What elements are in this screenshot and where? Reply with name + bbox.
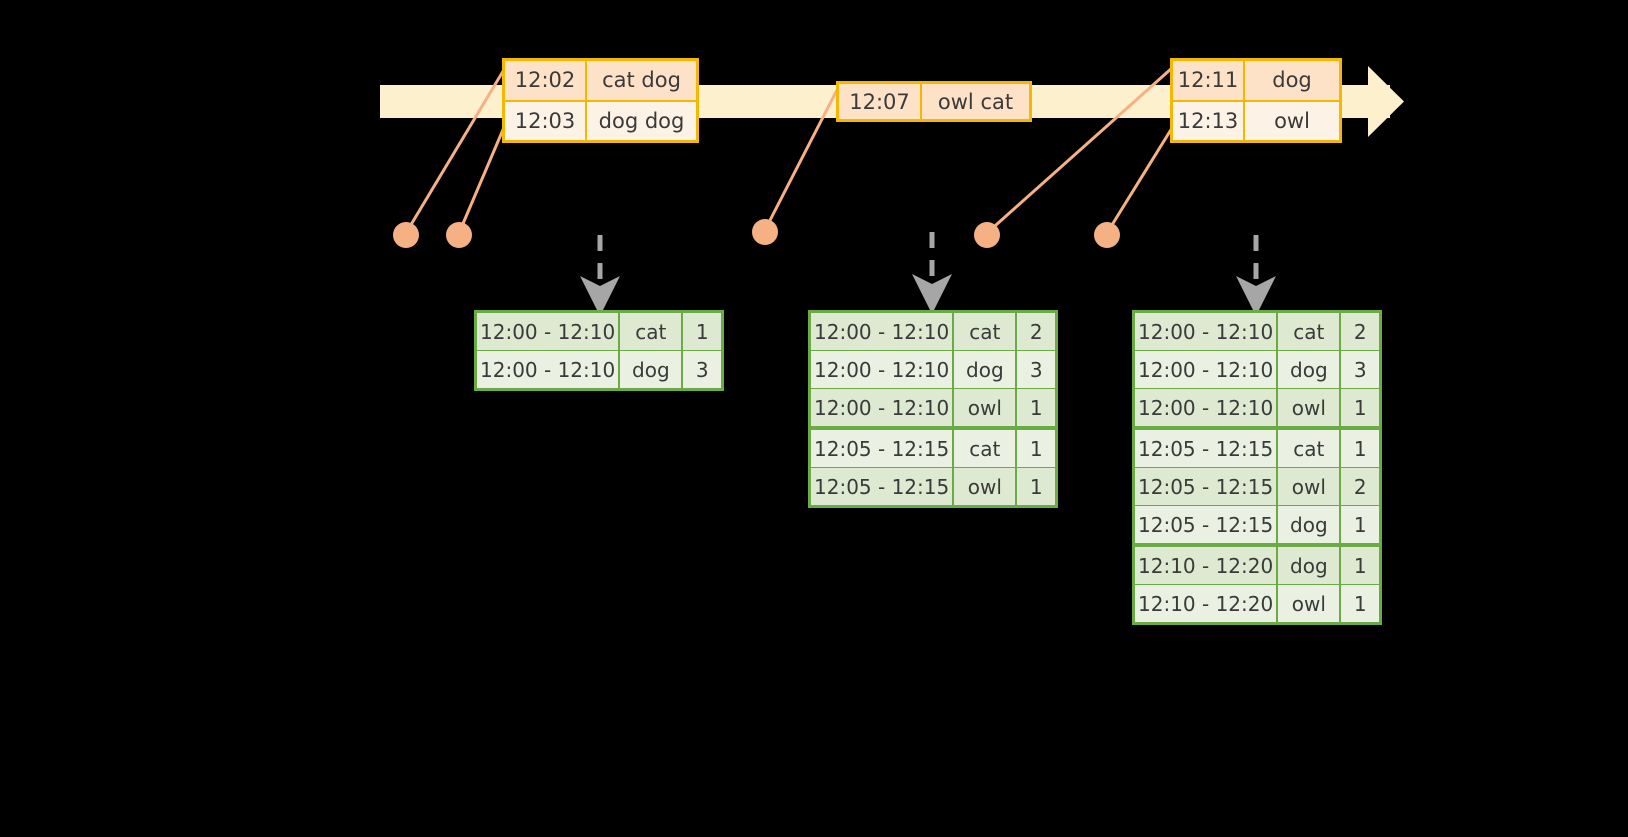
event-time: 12:13	[1173, 101, 1245, 140]
event-group-1[interactable]: 12:02 cat dog 12:03 dog dog	[502, 58, 699, 143]
cell-count: 1	[1341, 506, 1379, 543]
table-row: 12:00 - 12:10 cat 1	[477, 313, 721, 350]
cell-window: 12:05 - 12:15	[1135, 468, 1277, 505]
cell-count: 1	[1017, 468, 1055, 505]
event-row: 12:02 cat dog	[505, 61, 696, 100]
result-table-3[interactable]: 12:00 - 12:10 cat 2 12:00 - 12:10 dog 3 …	[1132, 310, 1382, 625]
table-row: 12:05 - 12:15 cat 1	[811, 430, 1055, 467]
cell-key: owl	[954, 389, 1016, 426]
cell-count: 1	[1341, 389, 1379, 426]
cell-window: 12:05 - 12:15	[1135, 430, 1277, 467]
cell-key: cat	[620, 313, 682, 350]
cell-count: 1	[1341, 585, 1379, 622]
marker-dot-5	[1094, 222, 1120, 248]
cell-window: 12:00 - 12:10	[477, 351, 619, 388]
table-row: 12:05 - 12:15 owl 1	[811, 468, 1055, 505]
marker-dot-3	[752, 219, 778, 245]
cell-key: dog	[620, 351, 682, 388]
cell-count: 1	[683, 313, 721, 350]
result-table-2[interactable]: 12:00 - 12:10 cat 2 12:00 - 12:10 dog 3 …	[808, 310, 1058, 508]
cell-count: 2	[1341, 313, 1379, 350]
connector-line-5	[1105, 126, 1174, 235]
event-words: owl cat	[937, 89, 1014, 114]
result-table-1[interactable]: 12:00 - 12:10 cat 1 12:00 - 12:10 dog 3	[474, 310, 724, 391]
cell-key: dog	[954, 351, 1016, 388]
table-row: 12:05 - 12:15 dog 1	[1135, 506, 1379, 543]
cell-window: 12:05 - 12:15	[1135, 506, 1277, 543]
cell-window: 12:00 - 12:10	[811, 351, 953, 388]
cell-window: 12:05 - 12:15	[811, 468, 953, 505]
event-words: cat dog	[602, 68, 681, 93]
cell-count: 1	[1341, 547, 1379, 584]
event-time: 12:11	[1173, 61, 1245, 100]
cell-window: 12:10 - 12:20	[1135, 547, 1277, 584]
cell-count: 3	[1341, 351, 1379, 388]
cell-key: cat	[1278, 430, 1340, 467]
cell-key: cat	[954, 430, 1016, 467]
connector-line-3	[763, 86, 840, 232]
cell-key: cat	[1278, 313, 1340, 350]
event-words: dog	[1272, 68, 1312, 93]
table-row: 12:00 - 12:10 dog 3	[1135, 351, 1379, 388]
connector-line-2	[457, 123, 507, 235]
dashed-arrows	[580, 232, 1276, 316]
table-row: 12:00 - 12:10 owl 1	[811, 389, 1055, 426]
cell-key: owl	[1278, 389, 1340, 426]
event-time: 12:03	[505, 101, 587, 140]
table-row: 12:10 - 12:20 owl 1	[1135, 585, 1379, 622]
event-row: 12:13 owl	[1173, 99, 1339, 140]
cell-window: 12:00 - 12:10	[811, 313, 953, 350]
cell-count: 3	[683, 351, 721, 388]
cell-key: cat	[954, 313, 1016, 350]
cell-window: 12:00 - 12:10	[811, 389, 953, 426]
cell-window: 12:00 - 12:10	[1135, 389, 1277, 426]
event-group-3[interactable]: 12:11 dog 12:13 owl	[1170, 58, 1342, 143]
cell-key: owl	[1278, 468, 1340, 505]
cell-count: 3	[1017, 351, 1055, 388]
marker-dots	[393, 219, 1120, 248]
event-row: 12:11 dog	[1173, 61, 1339, 100]
table-row: 12:10 - 12:20 dog 1	[1135, 547, 1379, 584]
cell-window: 12:10 - 12:20	[1135, 585, 1277, 622]
marker-dot-2	[446, 222, 472, 248]
table-row: 12:00 - 12:10 owl 1	[1135, 389, 1379, 426]
event-words: owl	[1274, 108, 1310, 133]
marker-dot-4	[974, 222, 1000, 248]
table-row: 12:05 - 12:15 cat 1	[1135, 430, 1379, 467]
event-words: dog dog	[598, 108, 685, 133]
cell-count: 1	[1341, 430, 1379, 467]
cell-key: owl	[954, 468, 1016, 505]
table-row: 12:00 - 12:10 cat 2	[811, 313, 1055, 350]
cell-count: 2	[1341, 468, 1379, 505]
marker-dot-1	[393, 222, 419, 248]
connector-line-1	[404, 66, 507, 235]
cell-window: 12:05 - 12:15	[811, 430, 953, 467]
event-time: 12:02	[505, 61, 587, 100]
event-row: 12:03 dog dog	[505, 99, 696, 140]
table-row: 12:05 - 12:15 owl 2	[1135, 468, 1379, 505]
event-row: 12:07 owl cat	[839, 84, 1029, 119]
cell-window: 12:00 - 12:10	[1135, 313, 1277, 350]
cell-count: 2	[1017, 313, 1055, 350]
table-row: 12:00 - 12:10 dog 3	[811, 351, 1055, 388]
cell-key: owl	[1278, 585, 1340, 622]
cell-key: dog	[1278, 351, 1340, 388]
cell-count: 1	[1017, 389, 1055, 426]
event-time: 12:07	[839, 84, 922, 119]
table-row: 12:00 - 12:10 dog 3	[477, 351, 721, 388]
event-group-2[interactable]: 12:07 owl cat	[836, 81, 1032, 122]
cell-count: 1	[1017, 430, 1055, 467]
table-row: 12:00 - 12:10 cat 2	[1135, 313, 1379, 350]
cell-window: 12:00 - 12:10	[477, 313, 619, 350]
cell-key: dog	[1278, 506, 1340, 543]
cell-key: dog	[1278, 547, 1340, 584]
cell-window: 12:00 - 12:10	[1135, 351, 1277, 388]
